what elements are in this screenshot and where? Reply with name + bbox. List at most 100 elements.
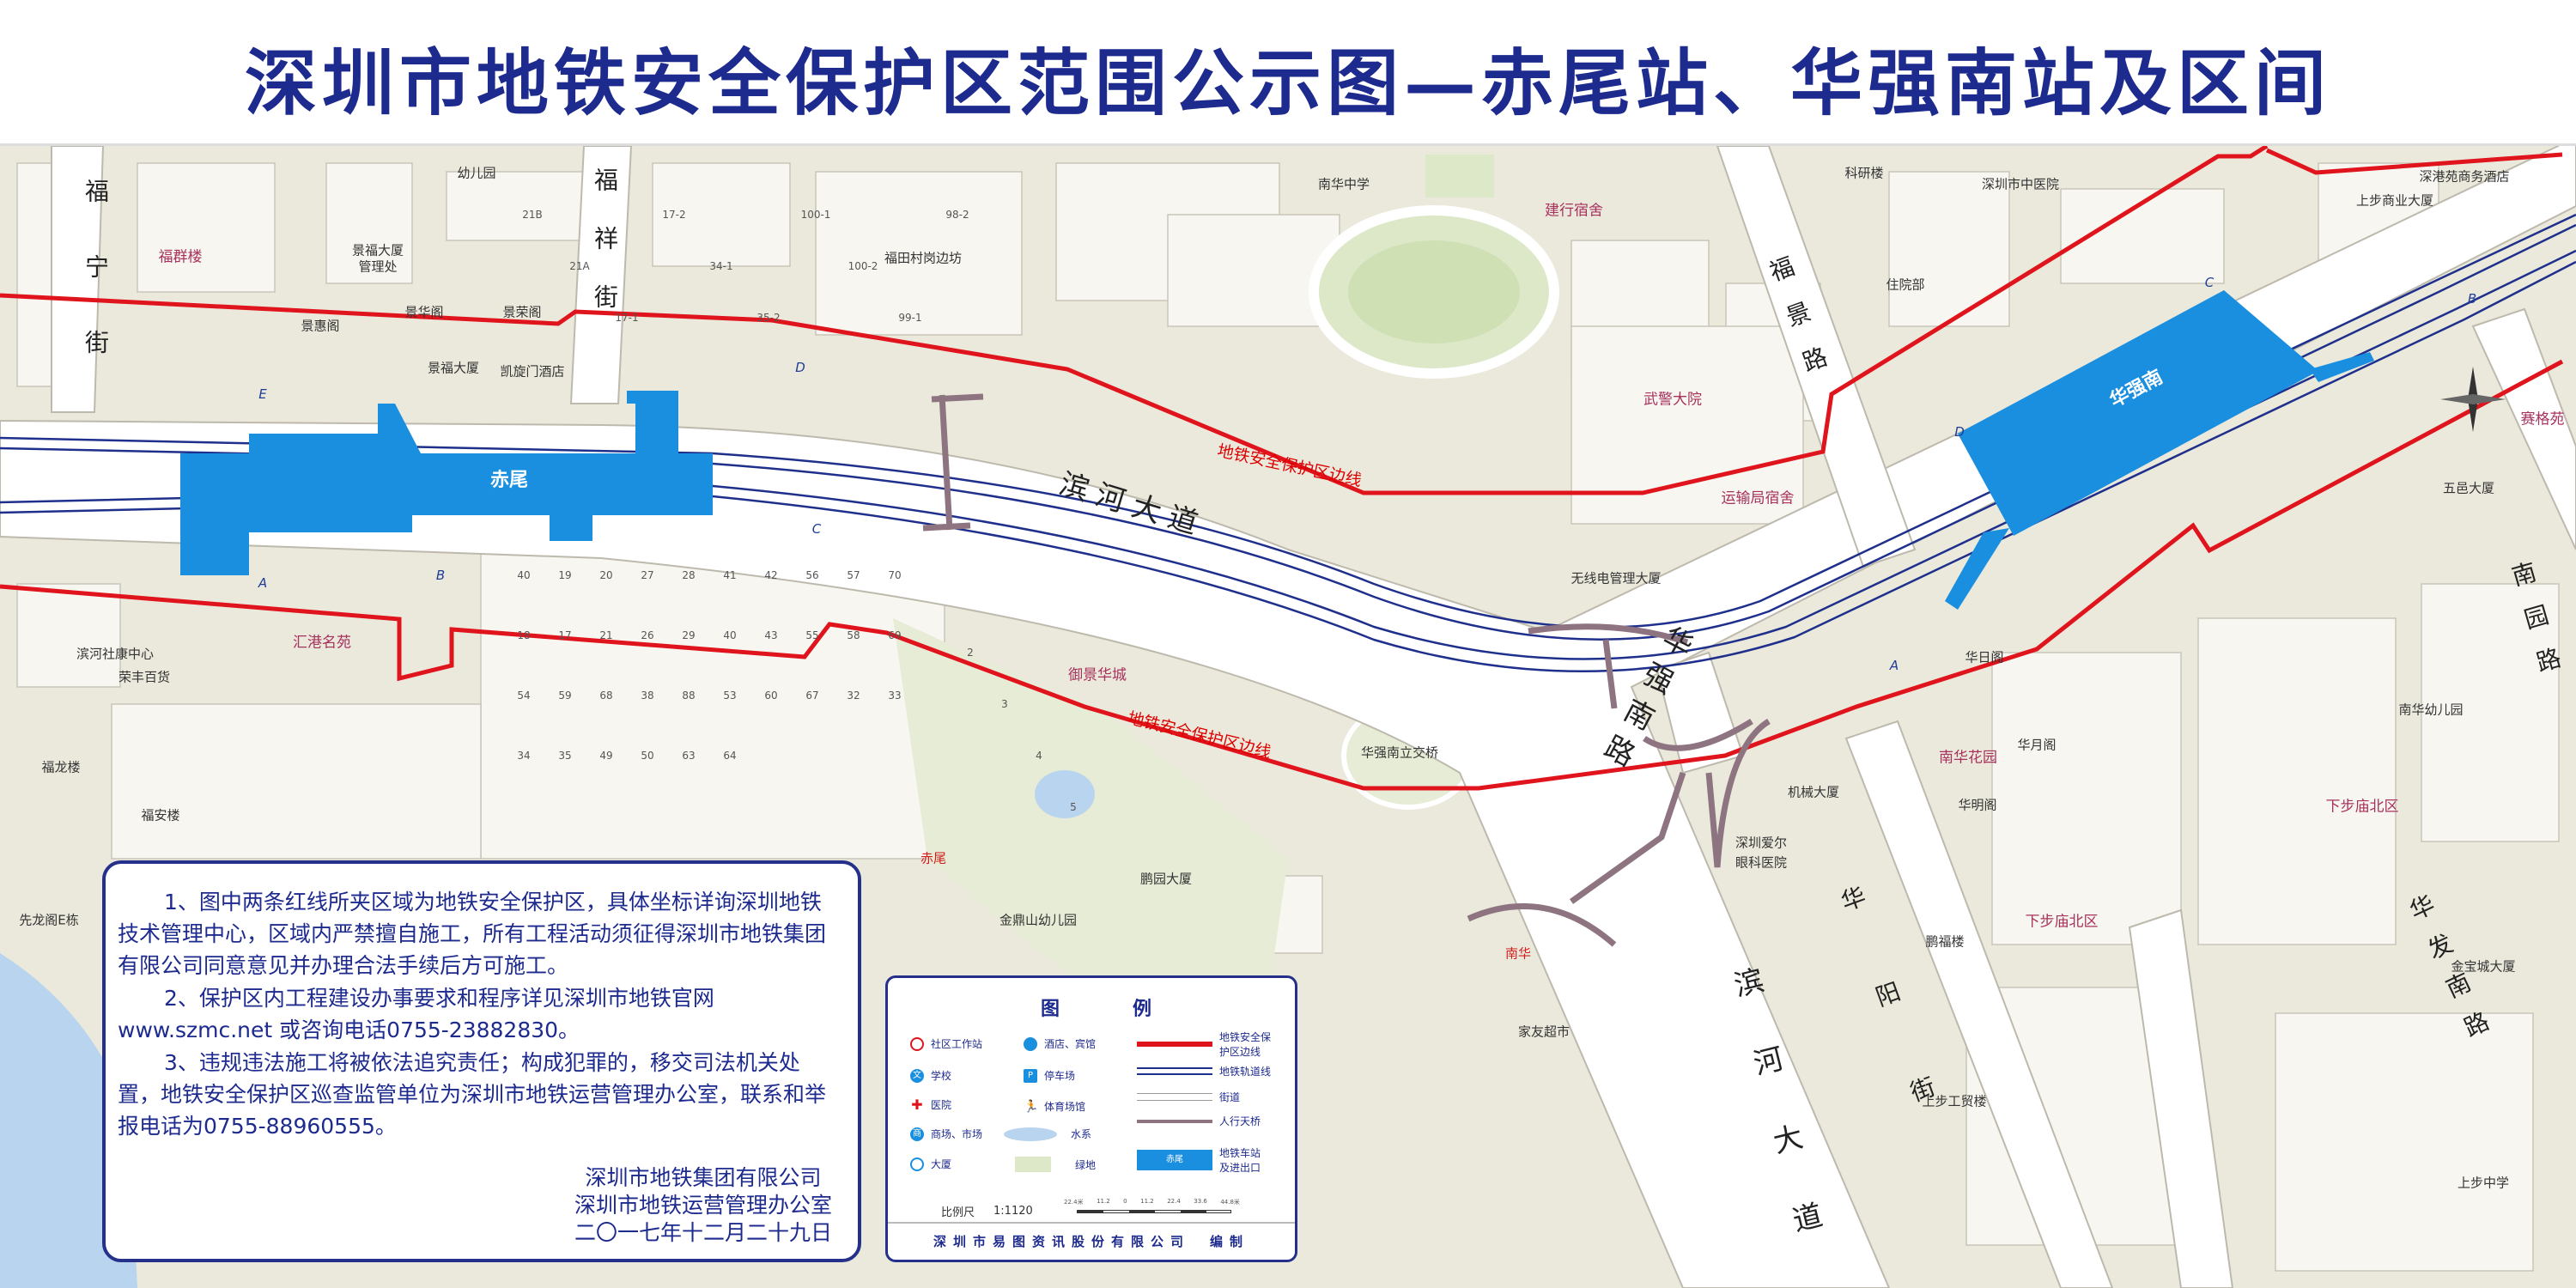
building-number: 29: [682, 629, 696, 641]
place-label: 赤尾: [920, 850, 947, 866]
station-label-chiwei[interactable]: 赤尾: [489, 470, 529, 491]
exit-chiwei-e[interactable]: E: [258, 386, 267, 402]
place-label: 上步商业大厦: [2355, 192, 2434, 209]
metro-tracks: [0, 213, 2576, 672]
notice-paragraph-3: 3、违规违法施工将被依法追究责任；构成犯罪的，移交司法机关处置，地铁安全保护区巡…: [118, 1050, 827, 1139]
scale-tick: 33.6: [1194, 1198, 1207, 1205]
stadium-icon: 🏃: [1024, 1099, 1039, 1114]
exit-chiwei-c[interactable]: C: [811, 521, 822, 537]
place-label: 凯旋门酒店: [500, 363, 565, 380]
building-number: 19: [558, 569, 572, 581]
building-number: 43: [764, 629, 778, 641]
building-number: 49: [599, 750, 613, 762]
exit-hqn-a[interactable]: A: [1889, 658, 1899, 673]
place-label: 福田村岗边坊: [884, 250, 963, 266]
map-canvas[interactable]: 赤尾 华强南 A B C D E A B C D 滨河大道 滨河大道 华强南路 …: [0, 146, 2576, 1288]
building-number: 21A: [569, 260, 590, 272]
signature: 深圳市地铁集团有限公司 深圳市地铁运营管理办公室 二〇一七年十二月二十九日: [574, 1164, 832, 1247]
place-label: 武警大院: [1643, 391, 1702, 409]
place-label: 景惠阁: [301, 318, 340, 334]
green-swatch: [1015, 1157, 1051, 1172]
place-label: 华月阁: [2017, 737, 2057, 753]
building-number: 99-1: [898, 312, 922, 324]
building-number: 60: [764, 690, 778, 702]
building-number: 98-2: [945, 209, 969, 221]
place-label: 福安楼: [141, 807, 180, 823]
building-number: 20: [599, 569, 613, 581]
place-label: 汇港名苑: [293, 634, 351, 652]
legend-title-2: 例: [1133, 999, 1152, 1020]
place-label: 金宝城大厦: [2451, 958, 2516, 975]
exit-chiwei-a[interactable]: A: [258, 575, 268, 591]
scale-tick: 22.4: [1167, 1198, 1181, 1205]
legend-label: 人行天桥: [1219, 1115, 1261, 1127]
place-label: 先龙阁E栋: [19, 912, 79, 928]
scale-tick: 11.2: [1097, 1198, 1110, 1205]
building-number: 35-2: [756, 312, 781, 324]
place-label: 景福大厦: [351, 242, 404, 258]
building-number: 42: [764, 569, 778, 581]
building-number: 56: [805, 569, 819, 581]
building-number: 100-2: [848, 260, 878, 272]
place-label: 眼科医院: [1735, 854, 1788, 871]
legend-label: 学校: [931, 1070, 952, 1082]
place-label: 五邑大厦: [2442, 480, 2495, 496]
building-number: 35: [558, 750, 572, 762]
place-label: 下步庙北区: [2325, 798, 2399, 816]
exit-chiwei-b[interactable]: B: [435, 568, 446, 583]
building-number: 17: [558, 629, 572, 641]
legend-label: 水系: [1071, 1128, 1092, 1140]
legend-label: 酒店、宾馆: [1044, 1038, 1097, 1050]
map-graphics: [0, 146, 2576, 1288]
place-label: 深港苑商务酒店: [2419, 168, 2510, 185]
building-number: 67: [805, 690, 819, 702]
building-number: 21B: [522, 209, 543, 221]
building-number: 32: [847, 690, 860, 702]
place-label: 上步工贸楼: [1922, 1093, 1987, 1109]
building-number: 17-1: [615, 312, 639, 324]
place-label: 南华花园: [1939, 749, 1997, 767]
place-label: 鹏园大厦: [1139, 871, 1193, 887]
place-label: 无线电管理大厦: [1571, 570, 1662, 586]
building-number: 69: [888, 629, 902, 641]
building-number: 28: [682, 569, 696, 581]
mall-icon: 商: [910, 1127, 924, 1141]
place-label: 运输局宿舍: [1721, 489, 1795, 507]
exit-hqn-c[interactable]: C: [2204, 275, 2215, 290]
street-line-swatch: [1137, 1093, 1212, 1101]
place-label: 滨河社康中心: [76, 646, 155, 662]
legend-label: 商场、市场: [931, 1128, 983, 1140]
exit-hqn-d[interactable]: D: [1954, 424, 1965, 440]
building-number: 55: [805, 629, 819, 641]
road-label-funing: 福宁街: [82, 179, 110, 405]
place-label: 景华阁: [404, 304, 444, 320]
water-swatch: [1004, 1127, 1057, 1141]
scale-tick: 11.2: [1140, 1198, 1154, 1205]
signature-org-1: 深圳市地铁集团有限公司: [585, 1165, 822, 1190]
place-label: 福群楼: [158, 248, 203, 266]
hotel-icon: [1024, 1036, 1037, 1051]
place-label: 家友超市: [1517, 1024, 1571, 1040]
track-line-swatch: [1137, 1067, 1212, 1075]
legend-label: 地铁车站及进出口: [1219, 1147, 1261, 1174]
legend-label: 绿地: [1075, 1158, 1097, 1171]
place-label: 御景华城: [1068, 666, 1127, 684]
place-label: 南华中学: [1317, 176, 1370, 192]
building-number: 100-1: [800, 209, 831, 221]
notice-paragraph-1: 1、图中两条红线所夹区域为地铁安全保护区，具体坐标详询深圳地铁技术管理中心，区域…: [118, 890, 827, 978]
building-number: 40: [517, 569, 531, 581]
legend-label: 大厦: [931, 1158, 952, 1170]
exit-hqn-b[interactable]: B: [2467, 291, 2477, 307]
exit-chiwei-d[interactable]: D: [795, 360, 805, 375]
building-number: 88: [682, 690, 696, 702]
scale-tick: 0: [1123, 1198, 1127, 1205]
building-number: 17-2: [662, 209, 686, 221]
place-label: 南华幼儿园: [2398, 702, 2464, 718]
building-number: 34-1: [709, 260, 733, 272]
scale-tick: 22.4米: [1064, 1199, 1084, 1206]
place-label: 管理处: [358, 258, 398, 275]
place-label: 景荣阁: [502, 304, 542, 320]
place-label: 幼儿园: [457, 165, 496, 181]
